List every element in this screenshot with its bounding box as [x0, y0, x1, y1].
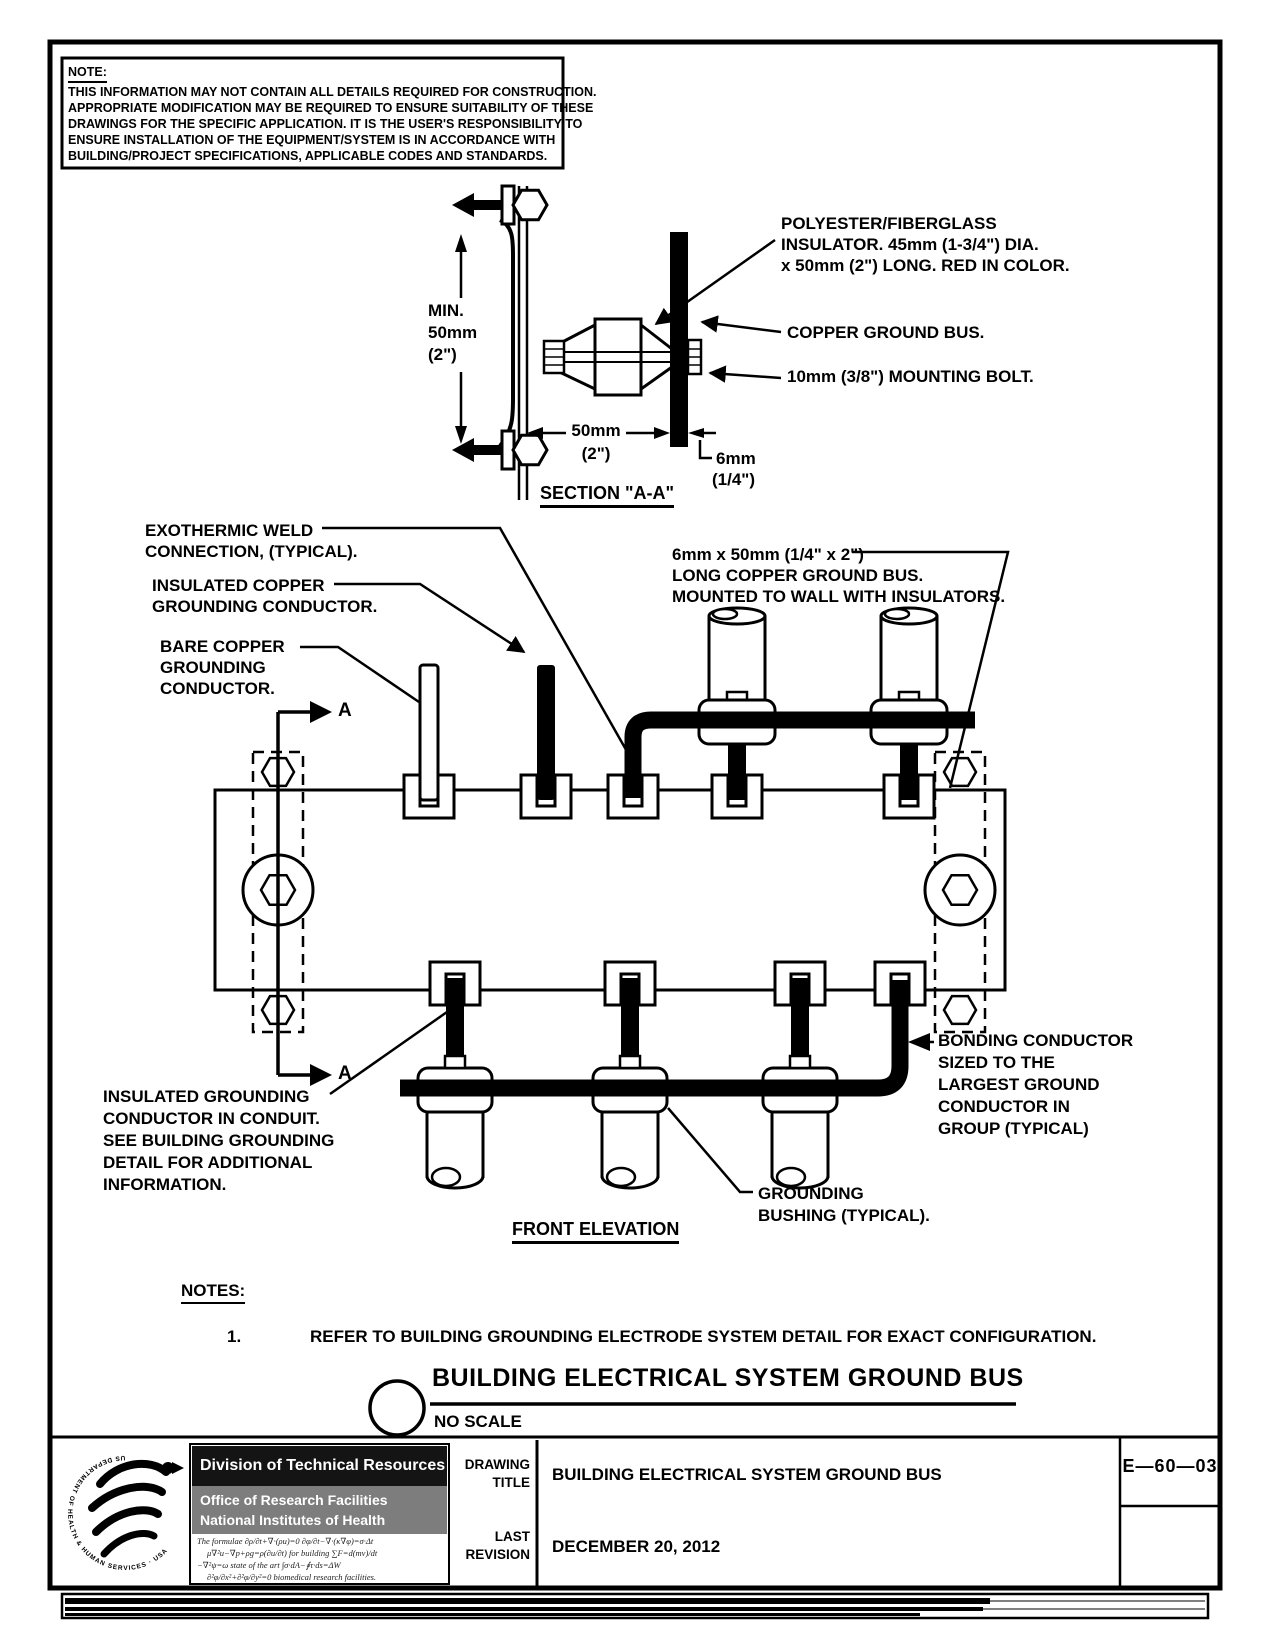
insulated-copper-label: INSULATED COPPER	[152, 576, 325, 595]
section-aa-drawing	[452, 184, 782, 500]
ground-bus-label: LONG COPPER GROUND BUS.	[672, 566, 924, 585]
note-title: NOTE:	[68, 64, 107, 83]
copper-bus-label: COPPER GROUND BUS.	[787, 323, 985, 342]
top-clamp-notches	[418, 775, 920, 808]
bonding-label: GROUP (TYPICAL)	[938, 1119, 1089, 1138]
formula-line: ∂²φ/∂x²+∂²φ/∂y²=0 biomedical research fa…	[207, 1572, 377, 1582]
note-line: THIS INFORMATION MAY NOT CONTAIN ALL DET…	[68, 85, 597, 99]
bare-copper-conductor	[418, 663, 440, 802]
detail-callout-circle-icon	[368, 1379, 426, 1437]
note-line: BUILDING/PROJECT SPECIFICATIONS, APPLICA…	[68, 149, 548, 163]
bushing-label: GROUNDING	[758, 1184, 864, 1203]
formula-line: −∇²ψ=ω state of the art ∫σ·dA−∮τ·ds=ΔW	[197, 1560, 341, 1570]
drawing-title-field-label: TITLE	[492, 1475, 531, 1490]
bonding-label: CONDUCTOR IN	[938, 1097, 1070, 1116]
last-revision-field-label: LAST	[494, 1529, 530, 1544]
cut-marker-a-bottom: A	[338, 1063, 352, 1084]
office-line: Office of Research Facilities	[200, 1492, 388, 1508]
leader-lines	[300, 526, 1010, 1194]
note-item-text: REFER TO BUILDING GROUNDING ELECTRODE SY…	[310, 1327, 1097, 1346]
bonding-label: BONDING CONDUCTOR	[938, 1031, 1134, 1050]
ground-bus-label: 6mm x 50mm (1/4" x 2")	[672, 545, 864, 564]
wall-bracket-right	[923, 750, 997, 1034]
formula-line: μ∇²u−∇p+ρg=ρ(∂u/∂t) for building ∑F=d(mv…	[207, 1548, 378, 1558]
front-elevation-title: FRONT ELEVATION	[512, 1219, 680, 1244]
exothermic-label: CONNECTION, (TYPICAL).	[145, 542, 358, 561]
bonding-label: LARGEST GROUND	[938, 1075, 1100, 1094]
sheet-frame	[47, 39, 1223, 1591]
note-line: APPROPRIATE MODIFICATION MAY BE REQUIRED…	[68, 101, 594, 115]
note-line: ENSURE INSTALLATION OF THE EQUIPMENT/SYS…	[68, 133, 556, 147]
insulator-label: x 50mm (2") LONG. RED IN COLOR.	[781, 256, 1070, 275]
bonding-label: SIZED TO THE	[938, 1053, 1055, 1072]
copper-ground-bus-top	[624, 711, 975, 798]
bottom-scan-bar	[60, 1592, 1210, 1620]
dim-6mm: 6mm	[716, 449, 756, 468]
note-box-frame	[60, 56, 565, 170]
insulated-grounding-label: SEE BUILDING GROUNDING	[103, 1131, 335, 1150]
note-line: DRAWINGS FOR THE SPECIFIC APPLICATION. I…	[68, 117, 583, 131]
conduits-bottom	[425, 1112, 830, 1190]
formula-line: The formulae ∂ρ/∂t+∇·(ρu)=0 ∂φ/∂t−∇·(κ∇φ…	[197, 1536, 374, 1546]
section-cut-line	[276, 701, 332, 1086]
cut-marker-a-top: A	[338, 700, 352, 721]
min-dim-label: 50mm	[428, 323, 478, 342]
drawing-title-field-label: DRAWING	[464, 1457, 530, 1472]
bushing-label: BUSHING (TYPICAL).	[758, 1206, 930, 1225]
insulated-copper-conductor	[537, 665, 555, 800]
ground-bus-label: MOUNTED TO WALL WITH INSULATORS.	[672, 587, 1006, 606]
note-item-number: 1.	[227, 1327, 242, 1346]
insulator-label: INSULATOR. 45mm (1-3/4") DIA.	[781, 235, 1039, 254]
bare-copper-label: BARE COPPER	[160, 637, 285, 656]
institutes-line: National Institutes of Health	[200, 1512, 386, 1528]
notes-title: NOTES:	[181, 1280, 246, 1304]
mounting-bolt-label: 10mm (3/8") MOUNTING BOLT.	[787, 367, 1034, 386]
hhs-eagle-logo: US DEPARTMENT OF HEALTH & HUMAN SERVICES…	[66, 1454, 184, 1572]
insulated-grounding-label: DETAIL FOR ADDITIONAL	[103, 1153, 313, 1172]
insulated-grounding-label: CONDUCTOR IN CONDUIT.	[103, 1109, 320, 1128]
bonding-arrow-icon	[908, 1033, 930, 1051]
last-revision-value: DECEMBER 20, 2012	[552, 1537, 721, 1556]
anchor-bolt-top-icon	[452, 193, 504, 217]
bottom-clamp-notches	[444, 972, 911, 1005]
bare-copper-label: GROUNDING	[160, 658, 266, 677]
office-block: Office of Research Facilities National I…	[192, 1486, 447, 1534]
min-dim-label: MIN.	[428, 301, 464, 320]
scale-label: NO SCALE	[434, 1412, 522, 1431]
bare-copper-label: CONDUCTOR.	[160, 679, 275, 698]
insulated-grounding-label: INSULATED GROUNDING	[103, 1087, 310, 1106]
main-title: BUILDING ELECTRICAL SYSTEM GROUND BUS	[432, 1364, 1024, 1392]
front-elevation-drawing	[213, 526, 1010, 1194]
insulator-label: POLYESTER/FIBERGLASS	[781, 214, 997, 233]
ground-bus-bar	[213, 788, 1007, 992]
insulated-grounding-label: INFORMATION.	[103, 1175, 227, 1194]
bonding-conductor	[400, 980, 909, 1097]
drawing-number: E—60—03	[1122, 1456, 1218, 1476]
exothermic-label: EXOTHERMIC WELD	[145, 521, 314, 540]
min-dim-label: (2")	[428, 345, 457, 364]
title-block-lines	[50, 1435, 1220, 1588]
last-revision-field-label: REVISION	[465, 1547, 530, 1562]
dim-50mm-in: (2")	[566, 443, 626, 464]
anchor-bolt-bottom-icon	[452, 438, 504, 462]
dim-50mm: 50mm	[566, 420, 626, 441]
drawing-title-value: BUILDING ELECTRICAL SYSTEM GROUND BUS	[552, 1465, 942, 1484]
insulated-copper-label: GROUNDING CONDUCTOR.	[152, 597, 378, 616]
section-aa-title: SECTION "A-A"	[540, 483, 675, 508]
copper-bus-section-icon	[670, 232, 688, 447]
division-header: Division of Technical Resources	[192, 1446, 447, 1486]
dim-6mm-in: (1/4")	[712, 470, 756, 489]
